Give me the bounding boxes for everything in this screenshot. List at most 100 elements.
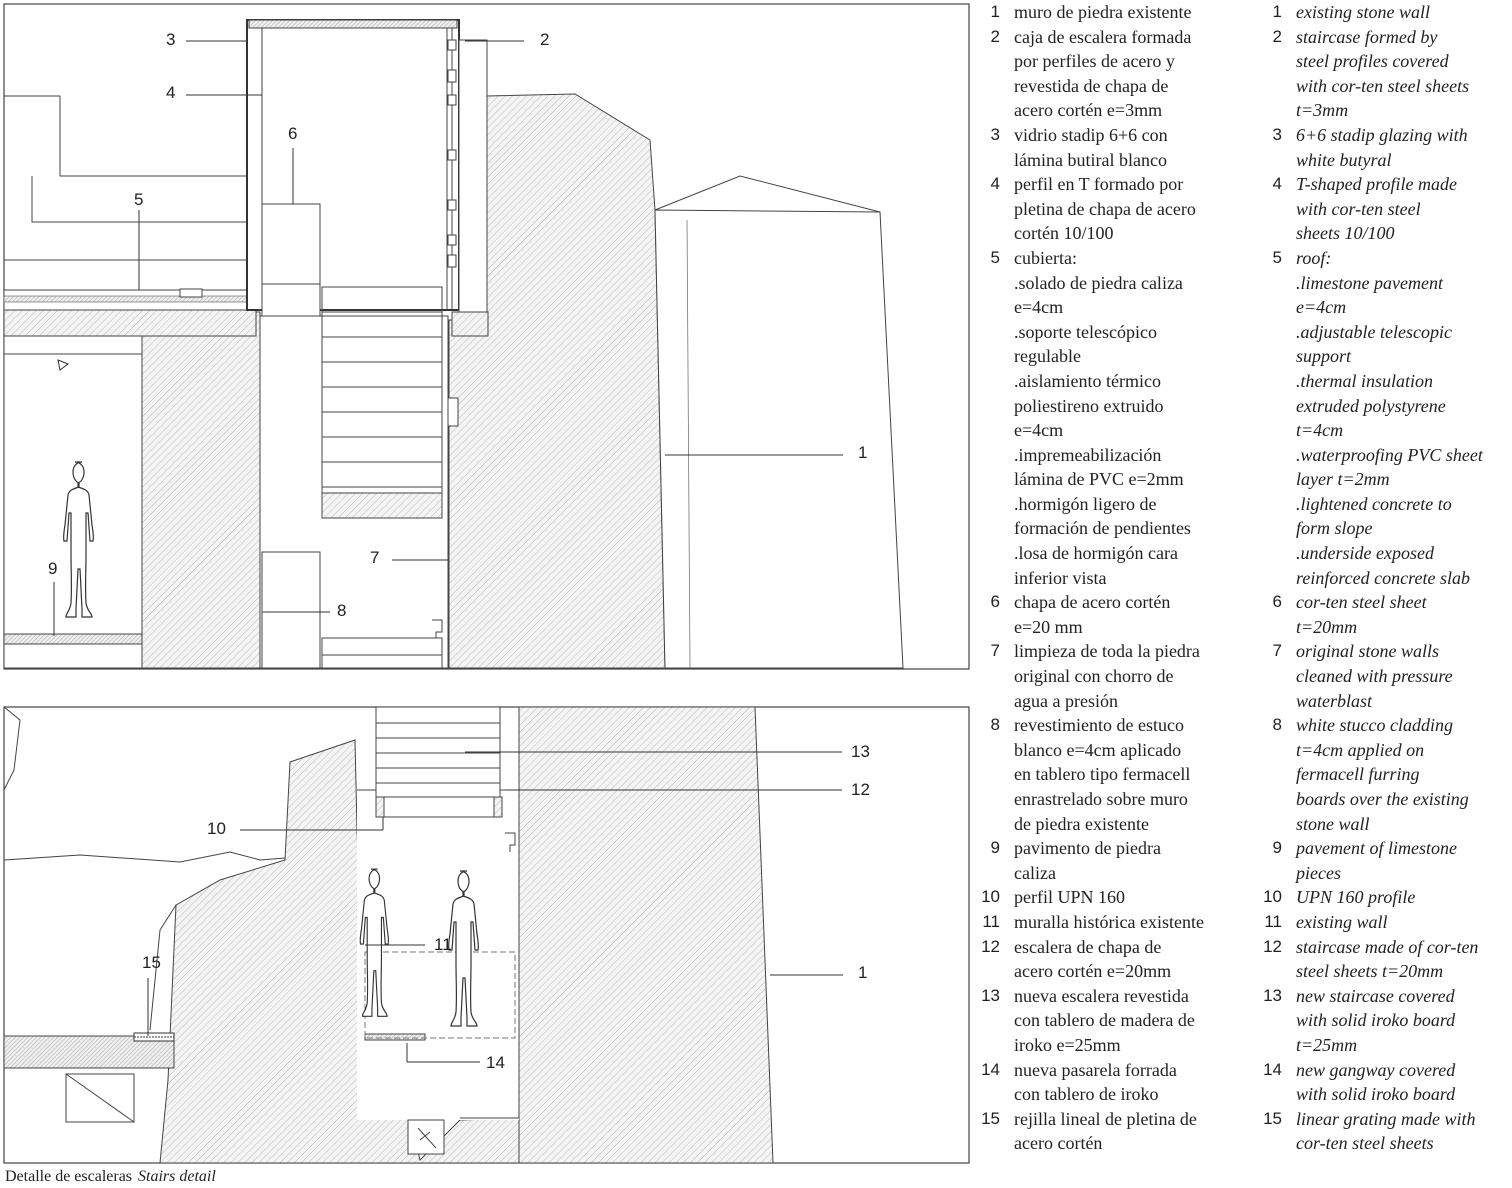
callout-label: 8 (337, 601, 346, 620)
legend-item-text: limpieza de toda la piedra original con … (1014, 641, 1200, 711)
legend-item: 5 cubierta: .solado de piedra caliza e=4c… (970, 246, 1250, 590)
legend-item: 2 staircase formed by steel profiles cove… (1252, 25, 1512, 123)
legend-item-number: 13 (1263, 985, 1282, 1005)
callout-label: 9 (48, 559, 57, 578)
legend-item: 7 limpieza de toda la piedra original con… (970, 639, 1250, 713)
caption-spanish: Detalle de escaleras (5, 1168, 133, 1185)
legend-item-text: 6+6 stadip glazing with white butyral (1296, 124, 1468, 170)
upper-callouts: 3 2 4 6 5 1 9 7 8 (48, 30, 867, 620)
legend-item: 10 perfil UPN 160 (970, 885, 1250, 910)
legend-item-number: 7 (1272, 641, 1282, 661)
legend-item-text: existing stone wall (1296, 2, 1430, 22)
legend-spanish: 1 muro de piedra existente 2 caja de escale… (970, 0, 1250, 1156)
callout-label: 10 (207, 819, 226, 838)
legend-item: 11 existing wall (1252, 910, 1512, 935)
legend-item: 7 original stone walls cleaned with press… (1252, 639, 1512, 713)
callout-label: 15 (142, 953, 161, 972)
legend-item-text: white stucco cladding t=4cm applied on f… (1296, 715, 1469, 834)
legend-item-number: 8 (1272, 715, 1282, 735)
callout-label: 14 (486, 1053, 505, 1072)
legend-item-number: 3 (990, 124, 1000, 144)
legend-item-text: chapa de acero cortén e=20 mm (1014, 592, 1171, 637)
legend-item: 6 chapa de acero cortén e=20 mm (970, 590, 1250, 639)
legend-item-number: 4 (1272, 174, 1282, 194)
callout-label: 11 (434, 935, 452, 954)
legend-item: 14 new gangway covered with solid iroko b… (1252, 1058, 1512, 1107)
callout-label: 3 (166, 30, 175, 49)
callout-label: 13 (851, 742, 870, 761)
legend-item-number: 11 (982, 911, 1000, 931)
legend-item-text: pavement of limestone pieces (1296, 838, 1457, 883)
legend-item-text: pavimento de piedra caliza (1014, 838, 1161, 883)
legend-item-number: 15 (1263, 1108, 1282, 1128)
legend-item: 12 escalera de chapa de acero cortén e=20… (970, 935, 1250, 984)
callout-label: 5 (134, 190, 143, 209)
legend-item-number: 1 (1272, 2, 1282, 21)
legend-item-text: UPN 160 profile (1296, 887, 1416, 908)
legend-item: 15 rejilla lineal de pletina de acero cor… (970, 1107, 1250, 1156)
upper-section: 3 2 4 6 5 1 9 7 8 (3, 3, 970, 670)
legend-item-number: 13 (981, 985, 1000, 1005)
legend-item-text: cor-ten steel sheet t=20mm (1296, 592, 1427, 637)
legend-item-number: 4 (990, 174, 1000, 194)
legend-item-number: 1 (990, 2, 1000, 21)
legend-item-number: 10 (981, 887, 1000, 907)
legend-item-text: new staircase covered with solid iroko b… (1296, 985, 1456, 1055)
legend-item-number: 7 (990, 641, 1000, 661)
legend-item-text: linear grating made with cor-ten steel s… (1296, 1108, 1476, 1154)
stairs-section-drawings: 3 2 4 6 5 1 9 7 8 (3, 3, 970, 1164)
legend-item-number: 9 (990, 838, 1000, 858)
legend-item-number: 6 (1272, 592, 1282, 612)
legend-item-text: nueva escalera revestida con tablero de … (1014, 985, 1195, 1055)
legend-item-text: staircase formed by steel profiles cover… (1296, 26, 1470, 121)
legend-item-text: nueva pasarela forrada con tablero de ir… (1014, 1059, 1177, 1105)
legend-item-number: 3 (1272, 124, 1282, 144)
legend-item-text: muro de piedra existente (1014, 2, 1192, 22)
legend-item-number: 11 (1264, 911, 1282, 931)
legend-item-text: existing wall (1296, 911, 1388, 932)
callout-label: 1 (858, 443, 867, 462)
legend-item-number: 5 (990, 247, 1000, 267)
legend-item-text: T-shaped profile made with cor-ten steel… (1296, 174, 1457, 244)
legend-item: 4 T-shaped profile made with cor-ten stee… (1252, 172, 1512, 246)
legend-item-number: 2 (1272, 26, 1282, 46)
callout-label: 6 (288, 124, 297, 143)
legend-item-number: 10 (1263, 887, 1282, 907)
legend-item-number: 12 (1263, 936, 1282, 956)
legend-item: 5 roof: .limestone pavement e=4cm .adjust… (1252, 246, 1512, 590)
lower-callouts: 13 12 10 11 15 1 14 (142, 742, 870, 1072)
legend-item-number: 6 (990, 592, 1000, 612)
legend-item: 1 muro de piedra existente (970, 0, 1250, 25)
callout-label: 4 (166, 83, 175, 102)
legend-item-text: muralla histórica existente (1014, 911, 1204, 932)
legend-item-text: perfil UPN 160 (1014, 887, 1125, 908)
lower-section: 13 12 10 11 15 1 14 (3, 706, 970, 1164)
legend-item-number: 2 (990, 26, 1000, 46)
legend-item-text: caja de escalera formada por perfiles de… (1014, 26, 1192, 121)
legend-item: 11 muralla histórica existente (970, 910, 1250, 935)
legend-item-number: 15 (981, 1108, 1000, 1128)
legend-item-text: vidrio stadip 6+6 con lámina butiral bla… (1014, 124, 1168, 170)
legend-item-text: roof: .limestone pavement e=4cm .adjusta… (1296, 247, 1483, 588)
legend-item: 13 new staircase covered with solid iroko… (1252, 984, 1512, 1058)
legend-item-text: original stone walls cleaned with pressu… (1296, 641, 1453, 711)
legend-item: 13 nueva escalera revestida con tablero d… (970, 984, 1250, 1058)
callout-label: 7 (370, 548, 379, 567)
callout-label: 12 (851, 780, 870, 799)
legend-item-number: 5 (1272, 247, 1282, 267)
legend-item-text: new gangway covered with solid iroko boa… (1296, 1059, 1456, 1105)
legend-item: 8 white stucco cladding t=4cm applied on … (1252, 713, 1512, 836)
legend-item-text: escalera de chapa de acero cortén e=20mm (1014, 936, 1172, 982)
legend-item-text: cubierta: .solado de piedra caliza e=4cm… (1014, 247, 1191, 588)
legend-item: 10 UPN 160 profile (1252, 885, 1512, 910)
legend-item-text: rejilla lineal de pletina de acero corté… (1014, 1108, 1197, 1154)
callout-label: 2 (540, 30, 549, 49)
legend-item: 9 pavimento de piedra caliza (970, 836, 1250, 885)
legend-english: 1 existing stone wall 2 staircase formed by… (1252, 0, 1512, 1156)
legend-item-number: 14 (1263, 1059, 1282, 1079)
legend-item-number: 12 (981, 936, 1000, 956)
